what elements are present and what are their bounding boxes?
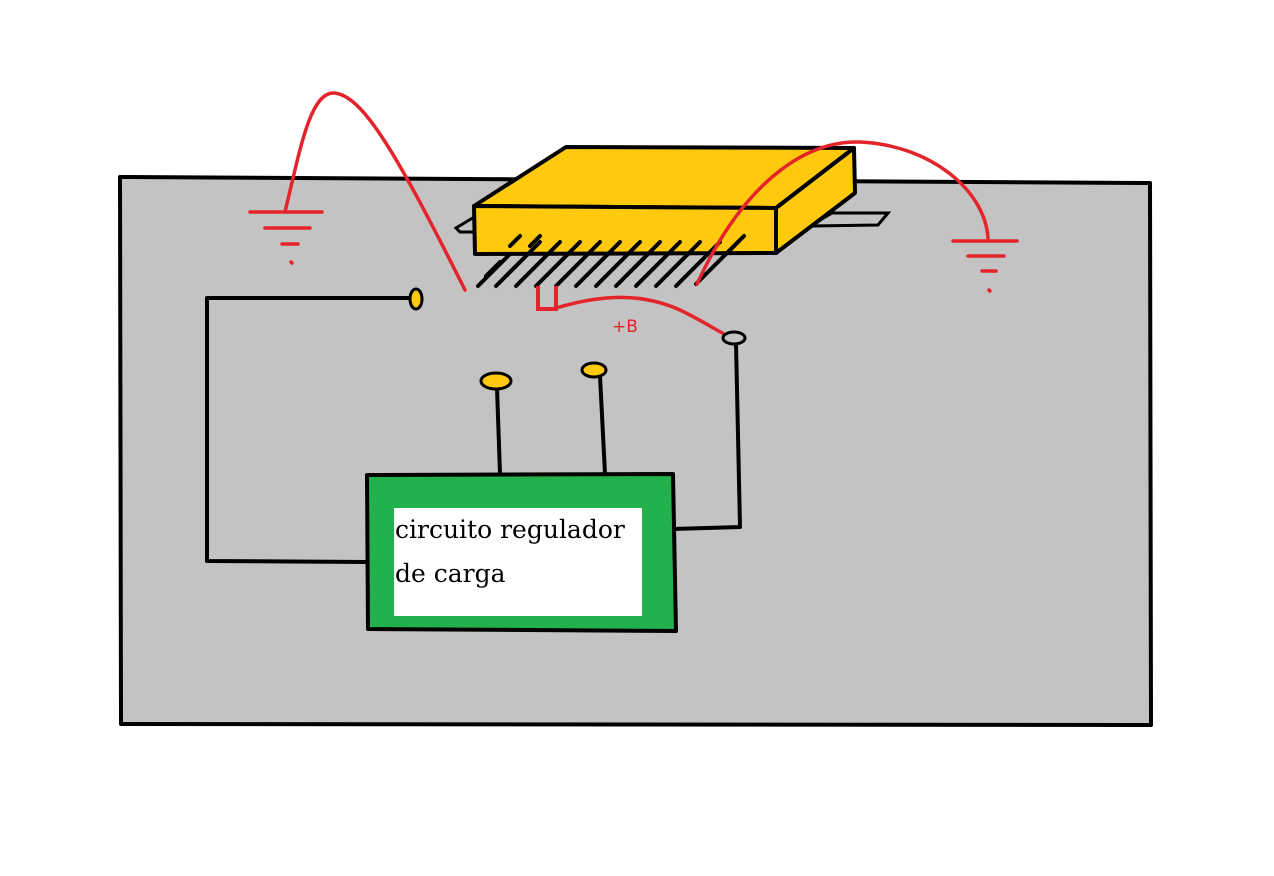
component-side-face [774,146,857,255]
component-lead [536,286,558,311]
terminal-supply [721,330,747,346]
regulator-label-box: circuito regulador de carga [394,508,642,616]
ground-left [248,210,324,265]
red-wire-left-arc [283,91,467,292]
red-wire-right-arc [695,140,990,286]
black-wire-right [672,342,742,531]
black-wire-pin-2 [598,375,607,475]
red-wire-supply [554,295,736,341]
terminal-pin-2 [580,361,608,379]
black-wire-pin-1 [495,387,502,475]
supply-label: +B [612,317,638,337]
terminal-pin-1 [479,371,513,391]
regulator-label-line-1: circuito regulador [395,515,625,544]
terminal-left [408,287,424,311]
regulator-label-line-2: de carga [395,559,506,588]
ground-right [951,239,1019,293]
black-wire-left [205,296,410,564]
circuit-board [118,175,1153,727]
component-pins-hatching [476,234,746,288]
